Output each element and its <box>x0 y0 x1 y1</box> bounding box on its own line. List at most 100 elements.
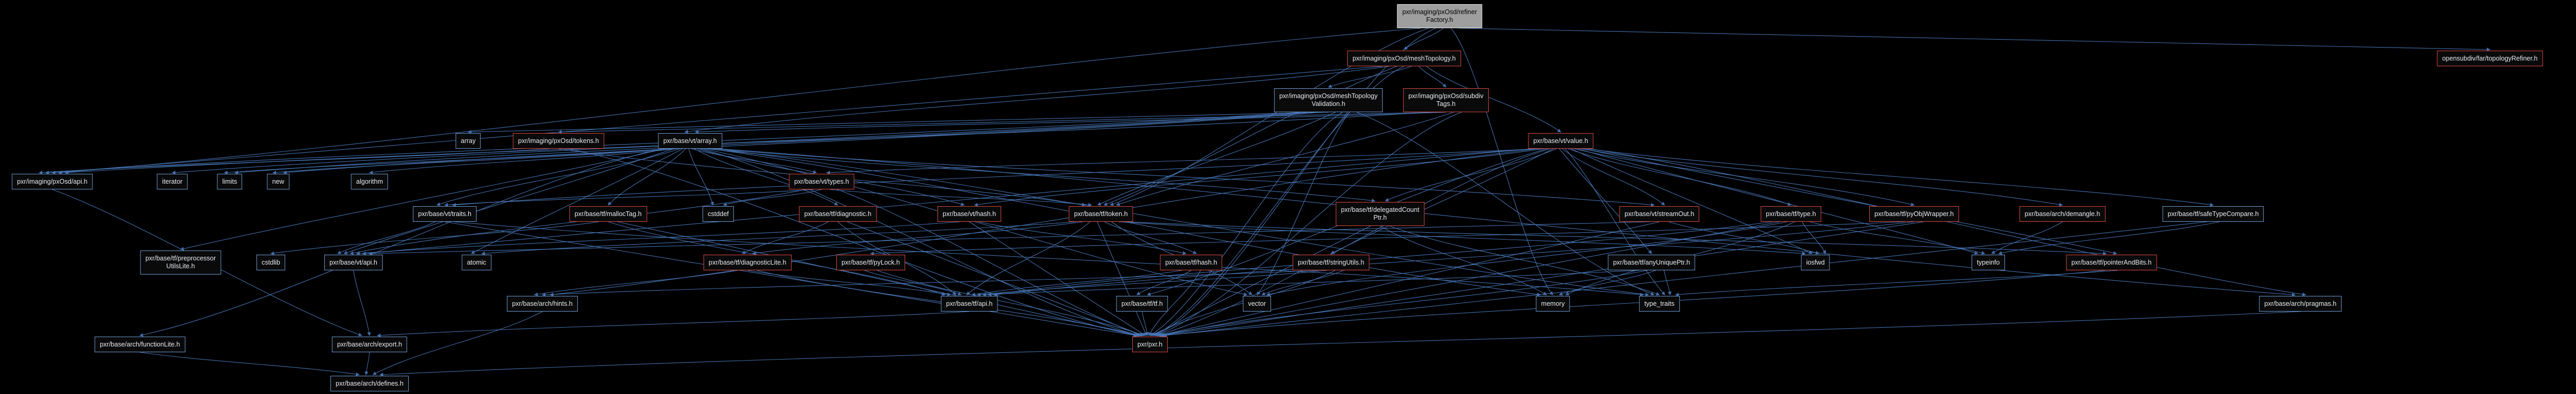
graph-node-tf-tf[interactable]: pxr/base/tf/tf.h <box>1116 296 1168 312</box>
graph-node-vt-types[interactable]: pxr/base/vt/types.h <box>789 174 854 189</box>
node-label: pxr/base/tf/pointerAndBits.h <box>2071 258 2152 266</box>
edge-vt-types--std-cstddef <box>722 189 822 206</box>
node-label: pxr/base/vt/value.h <box>1533 137 1588 145</box>
edge-tf-hash--tf-tf <box>1136 270 1192 295</box>
edge-tf-py-lock--tf-api <box>864 270 962 296</box>
node-label: pxr/base/tf/diagnostic.h <box>804 210 872 218</box>
edge-vt-array--std-type-traits <box>715 148 1649 296</box>
node-label: cstdlib <box>262 258 280 266</box>
edge-vt-array--std-algorithm <box>369 148 677 174</box>
graph-node-tf-py-lock[interactable]: pxr/base/tf/pyLock.h <box>836 255 905 270</box>
graph-node-std-cstddef: cstddef <box>702 206 734 222</box>
node-label: pxr/base/tf/delegatedCount <box>1340 206 1420 213</box>
node-label: opensubdiv/far/topologyRefiner.h <box>2442 54 2538 62</box>
edge-vt-value--tf-type <box>1568 148 1792 206</box>
graph-node-vt-value[interactable]: pxr/base/vt/value.h <box>1528 133 1594 149</box>
node-label: pxr/base/vt/array.h <box>663 137 717 145</box>
graph-node-vt-traits[interactable]: pxr/base/vt/traits.h <box>412 206 477 222</box>
edge-tf-malloc-tag--std-cstdlib <box>270 221 599 255</box>
edge-mesh-topology-validation--std-iterator <box>171 112 1308 175</box>
graph-node-mesh-topology[interactable]: pxr/imaging/pxOsd/meshTopology.h <box>1347 51 1461 66</box>
graph-node-arch-export[interactable]: pxr/base/arch/export.h <box>331 337 408 352</box>
graph-node-arch-defines[interactable]: pxr/base/arch/defines.h <box>330 376 409 391</box>
graph-node-pxr-h[interactable]: pxr/pxr.h <box>1132 337 1168 352</box>
edge-vt-array--vt-types <box>691 148 817 174</box>
edge-vt-traits--pxr-h <box>444 221 1137 337</box>
edge-vt-array--std-limits <box>223 148 668 175</box>
graph-node-vt-hash[interactable]: pxr/base/vt/hash.h <box>937 206 1002 222</box>
edge-arch-hints--arch-defines <box>372 311 543 375</box>
graph-node-arch-function-lite[interactable]: pxr/base/arch/functionLite.h <box>94 337 185 352</box>
edge-subdiv-tags--vt-array <box>694 112 1446 134</box>
edge-pxosd-tokens--pxosd-api <box>38 148 550 175</box>
graph-node-tf-string-utils[interactable]: pxr/base/tf/stringUtils.h <box>1292 255 1370 270</box>
graph-node-vt-stream-out[interactable]: pxr/base/vt/streamOut.h <box>1619 206 1700 222</box>
edge-tf-type--tf-api <box>988 221 1773 296</box>
graph-node-tf-py-obj-wrapper[interactable]: pxr/base/tf/pyObjWrapper.h <box>1869 206 1959 222</box>
edge-subdiv-tags--tf-token <box>1115 112 1454 206</box>
node-label: pxr/base/tf/mallocTag.h <box>574 210 642 218</box>
edge-vt-array--std-cstddef <box>688 148 714 206</box>
graph-node-arch-demangle[interactable]: pxr/base/arch/demangle.h <box>2019 206 2106 222</box>
edge-arch-export--arch-defines <box>364 352 370 376</box>
edge-tf-hash--tf-api <box>971 270 1182 296</box>
edge-tf-type--std-typeinfo <box>1809 221 1986 255</box>
edge-vt-value--tf-delegated-count-ptr <box>1385 148 1557 201</box>
edge-vt-traits--vt-api <box>337 221 436 254</box>
graph-node-tf-any-unique-ptr[interactable]: pxr/base/tf/anyUniquePtr.h <box>1608 255 1695 270</box>
graph-node-tf-safe-type-compare[interactable]: pxr/base/tf/safeTypeCompare.h <box>2162 206 2264 222</box>
edge-vt-types--tf-token <box>829 189 1093 207</box>
graph-node-tf-pointer-and-bits[interactable]: pxr/base/tf/pointerAndBits.h <box>2066 255 2157 270</box>
graph-node-arch-pragmas[interactable]: pxr/base/arch/pragmas.h <box>2259 296 2342 312</box>
graph-node-tf-hash[interactable]: pxr/base/tf/hash.h <box>1160 255 1222 270</box>
edge-vt-traits--std-type-traits <box>454 221 1644 297</box>
edge-tf-py-obj-wrapper--tf-py-lock <box>870 221 1905 256</box>
graph-node-tf-malloc-tag[interactable]: pxr/base/tf/mallocTag.h <box>569 206 647 222</box>
edge-tf-pointer-and-bits--pxr-h <box>1161 270 2106 337</box>
node-label: pxr/base/tf/anyUniquePtr.h <box>1613 258 1690 266</box>
graph-node-std-algorithm: algorithm <box>351 174 388 189</box>
graph-node-arch-hints[interactable]: pxr/base/arch/hints.h <box>506 296 578 312</box>
node-label: pxr/base/vt/traits.h <box>418 210 472 218</box>
node-label: pxr/base/tf/token.h <box>1074 210 1128 218</box>
node-label: pxr/base/tf/api.h <box>946 300 993 307</box>
graph-node-std-new: new <box>267 174 290 189</box>
graph-node-std-iterator: iterator <box>157 174 188 189</box>
edge-mesh-topology--vt-array <box>684 66 1390 134</box>
edge-tf-type--std-vector <box>1266 221 1787 296</box>
edge-tf-diagnostic-lite--arch-hints <box>533 270 739 296</box>
graph-node-tf-type[interactable]: pxr/base/tf/type.h <box>1761 206 1821 222</box>
edge-vt-hash--vt-api <box>355 221 960 256</box>
edge-vt-array--pxr-h <box>700 148 1141 337</box>
edge-vt-array--tf-diagnostic <box>694 148 838 206</box>
edge-tf-token--tf-pointer-and-bits <box>1125 221 2107 256</box>
edge-vt-array--vt-traits <box>436 148 680 206</box>
node-label: Factory.h <box>1426 16 1453 23</box>
graph-node-tf-token[interactable]: pxr/base/tf/token.h <box>1069 206 1133 222</box>
graph-node-vt-array[interactable]: pxr/base/vt/array.h <box>658 133 722 149</box>
edge-vt-value--vt-stream-out <box>1562 148 1665 206</box>
node-label: pxr/base/tf/stringUtils.h <box>1298 258 1364 266</box>
edge-vt-value--std-iosfwd <box>1571 148 1813 254</box>
graph-node-tf-api[interactable]: pxr/base/tf/api.h <box>941 296 998 312</box>
graph-node-std-typeinfo: typeinfo <box>1972 255 2005 270</box>
node-label: pxr/base/tf/safeTypeCompare.h <box>2167 210 2259 218</box>
graph-node-tf-diagnostic-lite[interactable]: pxr/base/tf/diagnosticLite.h <box>703 255 792 270</box>
graph-node-pxosd-api[interactable]: pxr/imaging/pxOsd/api.h <box>11 174 93 189</box>
node-label: pxr/imaging/pxOsd/tokens.h <box>518 137 599 145</box>
graph-node-std-iosfwd: iosfwd <box>1801 255 1830 270</box>
node-label: pxr/imaging/pxOsd/refiner <box>1402 8 1477 16</box>
graph-node-tf-diagnostic[interactable]: pxr/base/tf/diagnostic.h <box>799 206 877 222</box>
edge-tf-hash--pxr-h <box>1148 270 1201 336</box>
graph-node-vt-api[interactable]: pxr/base/vt/api.h <box>324 255 383 270</box>
edge-vt-array--std-memory <box>709 148 1541 296</box>
graph-node-pxosd-tokens[interactable]: pxr/imaging/pxOsd/tokens.h <box>513 133 604 149</box>
edge-vt-stream-out--pxr-h <box>1158 221 1660 337</box>
edge-refiner-factory--std-memory <box>1451 28 1553 295</box>
node-label: pxr/base/vt/api.h <box>329 258 377 266</box>
